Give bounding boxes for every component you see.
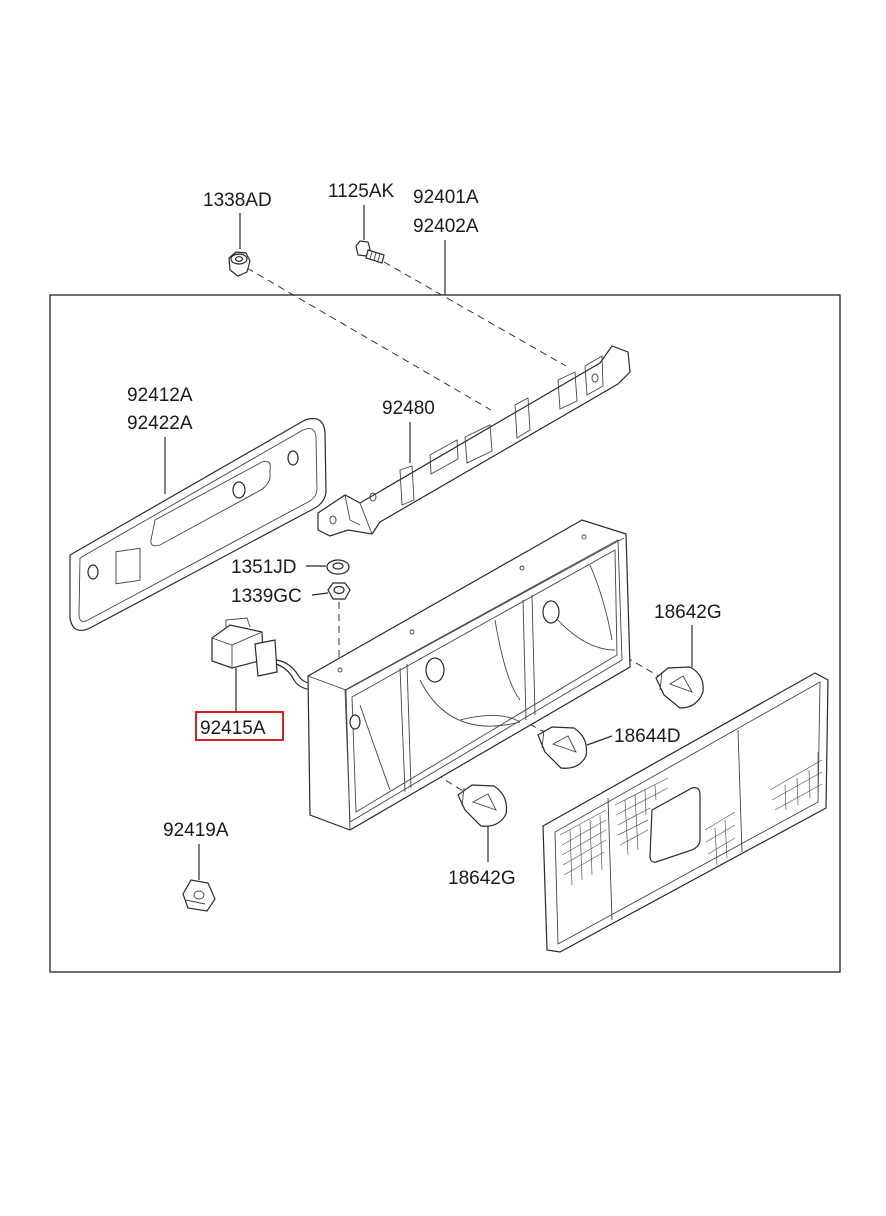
connector-92415A[interactable] [211, 617, 317, 691]
screw-1125AK[interactable] [355, 240, 385, 264]
bulb-18642G-bottom[interactable] [457, 784, 508, 827]
lamp-housing[interactable] [307, 519, 631, 831]
bulb-18644D[interactable] [537, 726, 588, 769]
label-1125AK[interactable]: 1125AK [328, 181, 395, 202]
label-1338AD[interactable]: 1338AD [203, 190, 272, 211]
clip-92419A[interactable] [182, 879, 216, 912]
label-92419A[interactable]: 92419A [163, 820, 229, 841]
label-18642G-bottom[interactable]: 18642G [448, 868, 516, 889]
nut-1339GC[interactable] [327, 582, 351, 600]
bulb-holder-92480[interactable] [317, 345, 631, 537]
label-92422A[interactable]: 92422A [127, 413, 193, 434]
bulb-18642G-top[interactable] [655, 666, 704, 709]
label-1351JD[interactable]: 1351JD [231, 557, 297, 578]
label-92401A[interactable]: 92401A [413, 187, 479, 208]
lens-cover[interactable] [542, 672, 829, 953]
label-92480[interactable]: 92480 [382, 398, 435, 419]
lens-texture-left [559, 809, 607, 886]
washer-1351JD[interactable] [326, 559, 350, 575]
label-18642G-top[interactable]: 18642G [654, 602, 722, 623]
selected-part-highlight-box [195, 711, 284, 741]
label-1339GC[interactable]: 1339GC [231, 586, 302, 607]
nut-1338AD[interactable] [228, 251, 251, 277]
label-92402A[interactable]: 92402A [413, 216, 479, 237]
label-18644D[interactable]: 18644D [614, 726, 681, 747]
lens-texture-right [769, 752, 823, 811]
lens-texture-center [614, 777, 736, 866]
leader-lines [164, 205, 693, 880]
gasket-92412A[interactable] [69, 417, 327, 631]
label-92415A[interactable]: 92415A [200, 718, 266, 739]
label-92412A[interactable]: 92412A [127, 385, 193, 406]
